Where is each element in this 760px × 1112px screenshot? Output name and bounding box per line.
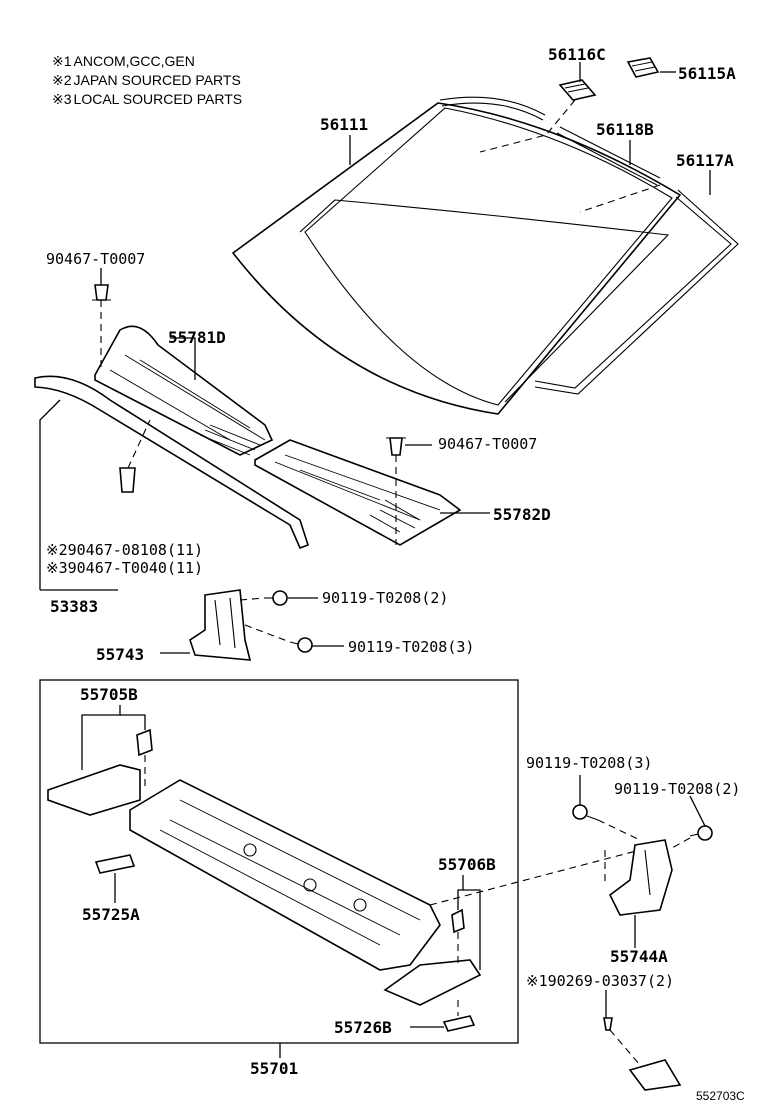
leader-lines	[39, 62, 711, 1058]
bracket-55705b	[47, 728, 153, 816]
label-55705b: 55705B	[80, 685, 138, 704]
label-56118b: 56118B	[596, 120, 654, 139]
group-frame-55701	[39, 679, 519, 1044]
clip-90467-08108	[119, 467, 136, 493]
bolt-90119-t0208-3b	[572, 804, 599, 821]
cowl-panel-55701	[129, 779, 441, 971]
label-90467-08108: ※290467-08108(11)	[46, 541, 203, 559]
label-56111: 56111	[320, 115, 368, 134]
pad-55726b	[442, 1015, 476, 1032]
label-55726b: 55726B	[334, 1018, 392, 1037]
label-90467-t0040: ※390467-T0040(11)	[46, 559, 203, 577]
bolt-90119-t0208-2a	[265, 590, 288, 606]
label-90119-t0208-2a: 90119-T0208(2)	[322, 589, 448, 607]
label-55701: 55701	[250, 1059, 298, 1078]
label-55706b: 55706B	[438, 855, 496, 874]
label-90269-03037: ※190269-03037(2)	[526, 972, 674, 990]
windshield-mouldings	[439, 96, 739, 395]
part-labels: 56116C 56115A 56111 56118B 56117A 90467-…	[46, 45, 745, 1103]
bracket-55744a	[608, 839, 673, 916]
label-55725a: 55725A	[82, 905, 140, 924]
bolt-90269-03037	[603, 1017, 682, 1091]
label-90119-t0208-3b: 90119-T0208(3)	[526, 754, 652, 772]
windshield-glass	[231, 102, 682, 415]
label-56117a: 56117A	[676, 151, 734, 170]
bracket-55743	[189, 589, 252, 661]
pad-55725a	[94, 854, 136, 874]
label-56116c: 56116C	[548, 45, 606, 64]
label-90467-t0007-b: 90467-T0007	[438, 435, 537, 453]
clip-90467-t0007-b	[386, 437, 406, 456]
label-53383: 53383	[50, 597, 98, 616]
cowl-louver-left	[94, 325, 274, 456]
label-90119-t0208-2b: 90119-T0208(2)	[614, 780, 740, 798]
figure-id: 552703C	[696, 1089, 745, 1103]
weatherstrip-53383	[34, 375, 309, 550]
label-56115a: 56115A	[678, 64, 736, 83]
clip-90467-t0007-a	[92, 284, 111, 301]
bolt-90119-t0208-3a	[289, 637, 313, 653]
label-55744a: 55744A	[610, 947, 668, 966]
label-55743: 55743	[96, 645, 144, 664]
clip-56115a	[626, 57, 660, 78]
bracket-55706b	[383, 908, 482, 1006]
bolt-90119-t0208-2b	[689, 825, 713, 841]
label-90467-t0007-a: 90467-T0007	[46, 250, 145, 268]
label-55782d: 55782D	[493, 505, 551, 524]
cowl-louver-right	[254, 439, 462, 546]
label-90119-t0208-3a: 90119-T0208(3)	[348, 638, 474, 656]
clip-56116c	[558, 79, 597, 101]
label-55781d: 55781D	[168, 328, 226, 347]
